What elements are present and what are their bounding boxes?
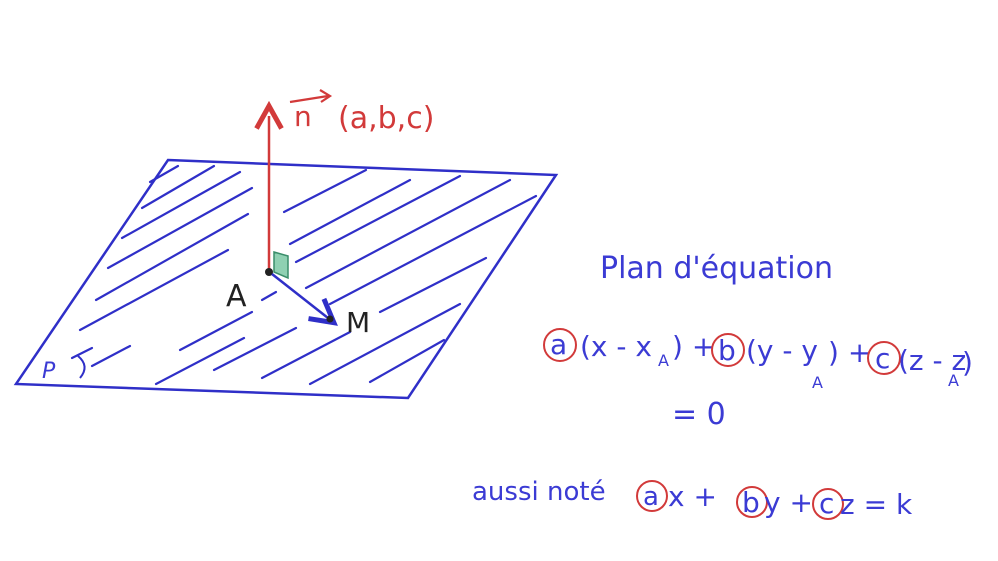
equation-line-2: = 0 <box>672 397 726 432</box>
vector-am <box>271 273 328 318</box>
term-y-close: ) + <box>828 336 871 369</box>
note-by: y + <box>764 486 813 519</box>
note-cz: z = k <box>840 488 913 521</box>
equation-line-1: a (x - x A ) + b (y - y A ) + c (z - z A… <box>543 328 973 392</box>
term-z-close: ) <box>962 346 973 379</box>
point-a <box>265 268 273 276</box>
coef-c-circle <box>867 341 901 375</box>
point-m-label: M <box>346 306 370 339</box>
note-coef-c-circle <box>812 488 844 520</box>
term-z-sub: A <box>948 371 959 390</box>
coef-b-circle <box>711 333 745 367</box>
note-coef-b: b <box>742 486 760 519</box>
coef-c: c <box>875 342 890 375</box>
point-a-label: A <box>226 279 247 314</box>
term-x: (x - x <box>580 330 652 363</box>
normal-vector-label: n (a,b,c) <box>289 89 434 136</box>
plane-hatching <box>70 164 538 386</box>
note-coef-c: c <box>819 487 834 520</box>
term-x-close: ) + <box>672 330 715 363</box>
normal-vector-name: n <box>294 100 312 133</box>
term-x-sub: A <box>658 351 669 370</box>
right-angle-marker <box>273 251 289 280</box>
normal-vector-coords: (a,b,c) <box>338 101 434 136</box>
term-y-sub: A <box>812 373 823 392</box>
note-prefix: aussi noté <box>472 477 606 507</box>
note-coef-a: a <box>643 482 659 512</box>
point-m <box>326 315 334 323</box>
equation-title: Plan d'équation <box>600 251 833 286</box>
coef-a: a <box>550 328 567 361</box>
plane-label-mark <box>77 355 86 379</box>
coef-b: b <box>718 334 736 367</box>
note-coef-b-circle <box>736 486 768 518</box>
term-y: (y - y <box>746 334 818 367</box>
coef-a-circle <box>543 328 577 362</box>
term-z: (z - z <box>898 344 966 377</box>
note-ax: x + <box>668 480 717 513</box>
plane-outline <box>13 158 559 400</box>
note-coef-a-circle <box>636 480 668 512</box>
equation-simplified: a x + b y + c z = k <box>636 480 913 521</box>
plane-label: P <box>42 359 56 384</box>
